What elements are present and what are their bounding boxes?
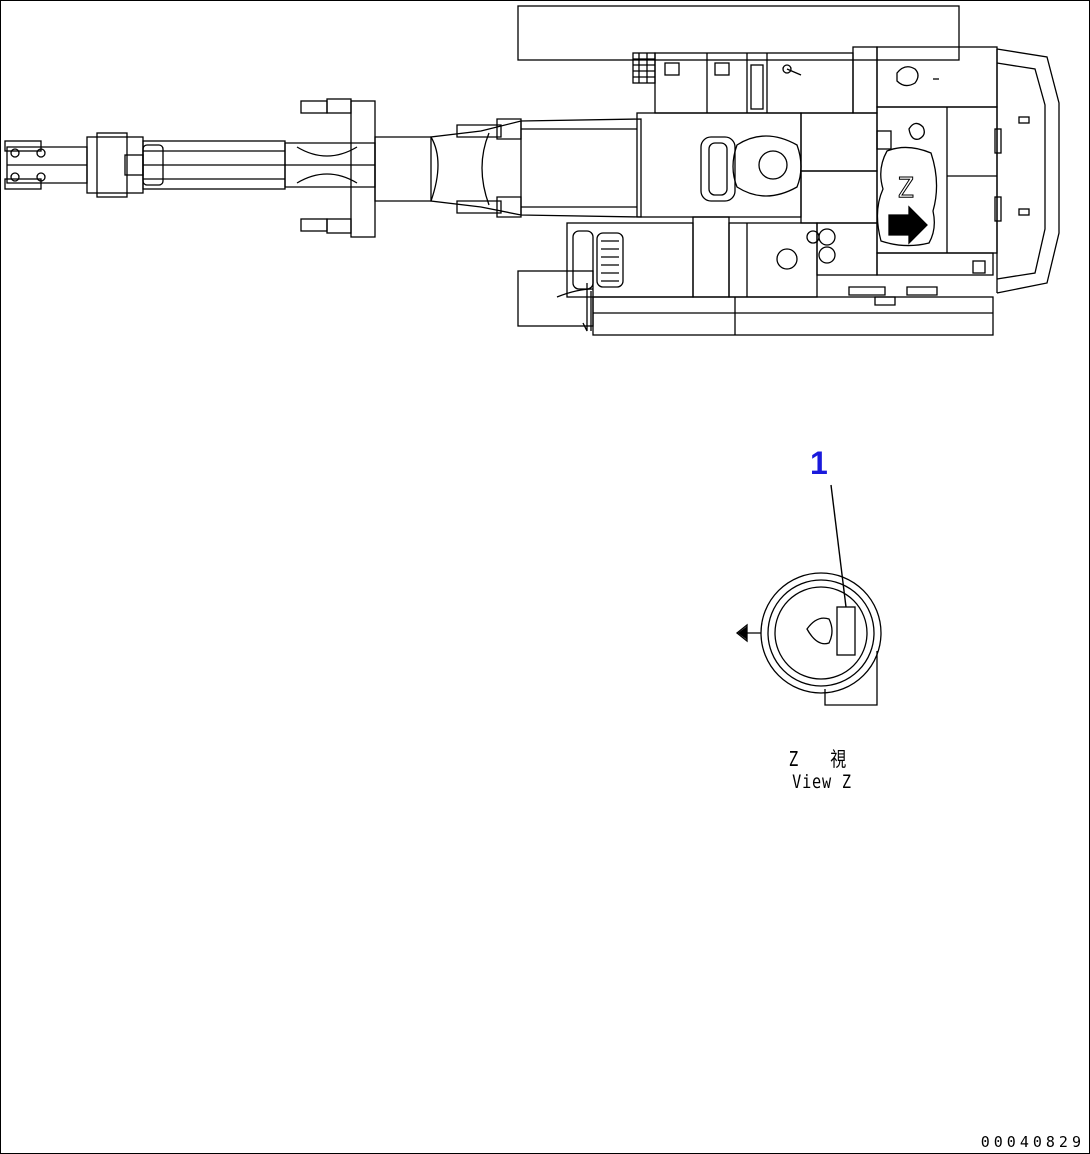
- upper-track: [517, 5, 960, 61]
- detail-view-z: [735, 572, 882, 706]
- bucket-attachment: [4, 132, 144, 198]
- callout-leader-line: [830, 484, 847, 608]
- z-view-marker-letter: Z: [897, 171, 914, 204]
- view-caption-jp: Z 視: [788, 747, 858, 771]
- lower-track: [517, 270, 994, 336]
- label-plate: [836, 606, 856, 656]
- view-caption-en: View Z: [792, 771, 852, 793]
- arm: [142, 98, 431, 238]
- callout-number: 1: [810, 445, 828, 481]
- counterweight: [996, 48, 1060, 294]
- upper-structure: [556, 46, 1030, 332]
- boom: [430, 118, 642, 218]
- document-number: 00040829: [980, 1133, 1085, 1151]
